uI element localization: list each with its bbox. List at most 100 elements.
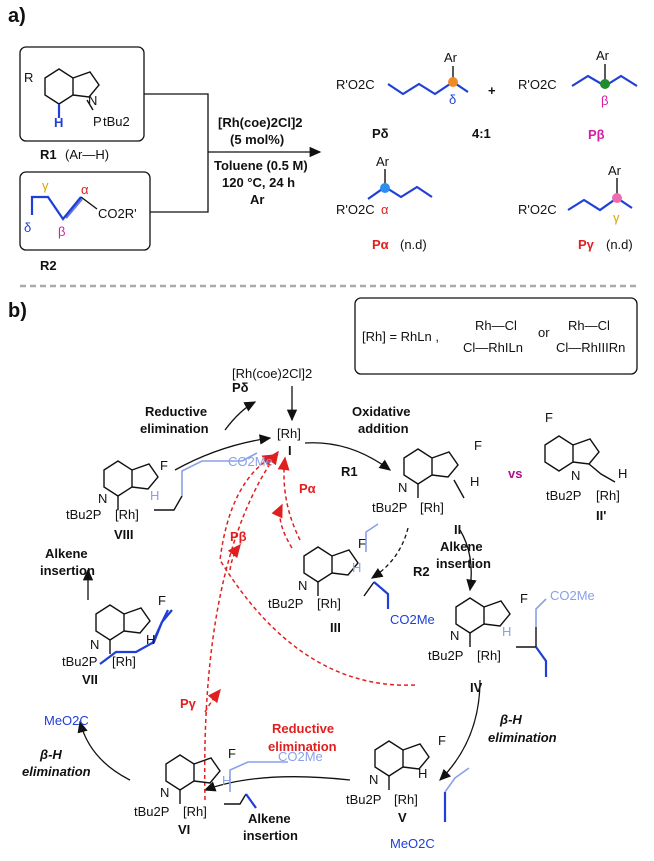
arrow-I-to-II bbox=[304, 442, 392, 471]
V-n: N bbox=[369, 772, 378, 787]
step-elimination: elimination bbox=[140, 421, 209, 436]
atm-text: Ar bbox=[250, 192, 264, 207]
IIp-tbu: tBu2P bbox=[546, 488, 581, 503]
red-arrow-IV bbox=[219, 454, 416, 686]
red-step-elimination: elimination bbox=[268, 739, 337, 754]
r2-connector bbox=[150, 152, 209, 213]
svg-text:δ: δ bbox=[449, 92, 456, 107]
II-h: H bbox=[470, 474, 479, 489]
r2-structure bbox=[30, 195, 98, 221]
III-tbu: tBu2P bbox=[268, 596, 303, 611]
VII-h: H bbox=[146, 632, 155, 647]
intermediate-VII bbox=[95, 604, 173, 665]
r1-tbu: tBu2 bbox=[103, 114, 130, 129]
center-num: I bbox=[288, 443, 292, 458]
r2-alpha: α bbox=[81, 182, 89, 197]
III-ester: CO2Me bbox=[390, 612, 435, 627]
intermediate-IIp bbox=[544, 435, 616, 483]
temp-text: 120 °C, 24 h bbox=[222, 175, 295, 190]
step-alkene-1: Alkene bbox=[440, 539, 483, 554]
VIII-rh: [Rh] bbox=[115, 507, 139, 522]
arrow-IV-to-V bbox=[439, 679, 481, 781]
legend-or: or bbox=[538, 325, 550, 340]
legend-rh2: Rh—Cl bbox=[568, 318, 610, 333]
step-beta-elim-1: elimination bbox=[488, 730, 557, 745]
II-rh: [Rh] bbox=[420, 500, 444, 515]
III-f: F bbox=[358, 536, 366, 551]
loading-text: (5 mol%) bbox=[230, 132, 284, 147]
III-label: III bbox=[330, 620, 341, 635]
intermediate-II bbox=[403, 448, 465, 499]
svg-text:R'O2C: R'O2C bbox=[518, 202, 557, 217]
step-insertion-1: insertion bbox=[436, 556, 491, 571]
ratio-text: 4:1 bbox=[472, 126, 491, 141]
step-beta-h-1: β-H bbox=[499, 712, 522, 727]
r1-connector bbox=[144, 93, 209, 152]
VII-f: F bbox=[158, 593, 166, 608]
svg-text:Ar: Ar bbox=[376, 154, 390, 169]
svg-text:Ar: Ar bbox=[596, 48, 610, 63]
IIp-rh: [Rh] bbox=[596, 488, 620, 503]
p-delta-out: Pδ bbox=[232, 380, 249, 395]
dashed-arrow-II-to-III bbox=[370, 527, 409, 579]
VI-f: F bbox=[228, 746, 236, 761]
legend-text: [Rh] = RhLn , bbox=[362, 329, 439, 344]
product-p-beta: R'O2C Ar β bbox=[518, 48, 638, 108]
center-rh: [Rh] bbox=[277, 426, 301, 441]
VIII-label: VIII bbox=[114, 527, 134, 542]
r2-gamma: γ bbox=[42, 178, 49, 193]
r2-delta: δ bbox=[24, 220, 31, 235]
VII-tbu: tBu2P bbox=[62, 654, 97, 669]
V-tbu: tBu2P bbox=[346, 792, 381, 807]
VII-label: VII bbox=[82, 672, 98, 687]
VI-n: N bbox=[160, 785, 169, 800]
step-alkene-3: Alkene bbox=[45, 546, 88, 561]
svg-text:R'O2C: R'O2C bbox=[336, 202, 375, 217]
III-h: H bbox=[352, 560, 361, 575]
svg-text:γ: γ bbox=[613, 210, 620, 225]
p-beta-out: Pβ bbox=[230, 529, 247, 544]
IV-rh: [Rh] bbox=[477, 648, 501, 663]
arrow-V-to-VI bbox=[203, 776, 351, 792]
VIII-f: F bbox=[160, 458, 168, 473]
step-insertion-2: insertion bbox=[243, 828, 298, 843]
p-alpha-out: Pα bbox=[299, 481, 316, 496]
p-alpha-note: (n.d) bbox=[400, 237, 427, 252]
p-gamma-note: (n.d) bbox=[606, 237, 633, 252]
IV-n: N bbox=[450, 628, 459, 643]
intermediate-III bbox=[303, 523, 390, 609]
r2-box bbox=[19, 171, 151, 251]
p-delta-label: Pδ bbox=[372, 126, 389, 141]
step-reductive: Reductive bbox=[145, 404, 207, 419]
r1-note: (Ar—H) bbox=[65, 147, 109, 162]
VIII-h: H bbox=[150, 488, 159, 503]
red-step-reductive: Reductive bbox=[272, 721, 334, 736]
red-arrow-p-beta bbox=[227, 543, 241, 571]
intermediate-VIII bbox=[103, 452, 258, 511]
r2-ester: CO2R' bbox=[98, 206, 137, 221]
VI-h: H bbox=[222, 773, 231, 788]
V-h: H bbox=[418, 766, 427, 781]
step-addition: addition bbox=[358, 421, 409, 436]
IIp-h: H bbox=[618, 466, 627, 481]
VI-tbu: tBu2P bbox=[134, 804, 169, 819]
VII-n: N bbox=[90, 637, 99, 652]
arrow-VI-to-VII bbox=[77, 720, 131, 781]
svg-text:R'O2C: R'O2C bbox=[336, 77, 375, 92]
VI-rh: [Rh] bbox=[183, 804, 207, 819]
panel-a-label: a) bbox=[8, 5, 26, 27]
step-alkene-2: Alkene bbox=[248, 811, 291, 826]
catalyst-text: [Rh(coe)2Cl]2 bbox=[218, 115, 303, 130]
red-arrow-p-gamma bbox=[204, 688, 221, 713]
VI-ester: CO2Me bbox=[278, 749, 323, 764]
II-n: N bbox=[398, 480, 407, 495]
vs-text: vs bbox=[508, 466, 522, 481]
p-delta-arrow bbox=[224, 401, 257, 431]
VIII-tbu: tBu2P bbox=[66, 507, 101, 522]
arrow-VIII-to-I bbox=[174, 434, 272, 471]
intermediate-VI bbox=[165, 754, 288, 809]
r1-substituent: R bbox=[24, 70, 33, 85]
V-rh: [Rh] bbox=[394, 792, 418, 807]
r2-label: R2 bbox=[40, 258, 57, 273]
product-p-gamma: R'O2C Ar γ bbox=[518, 163, 633, 225]
